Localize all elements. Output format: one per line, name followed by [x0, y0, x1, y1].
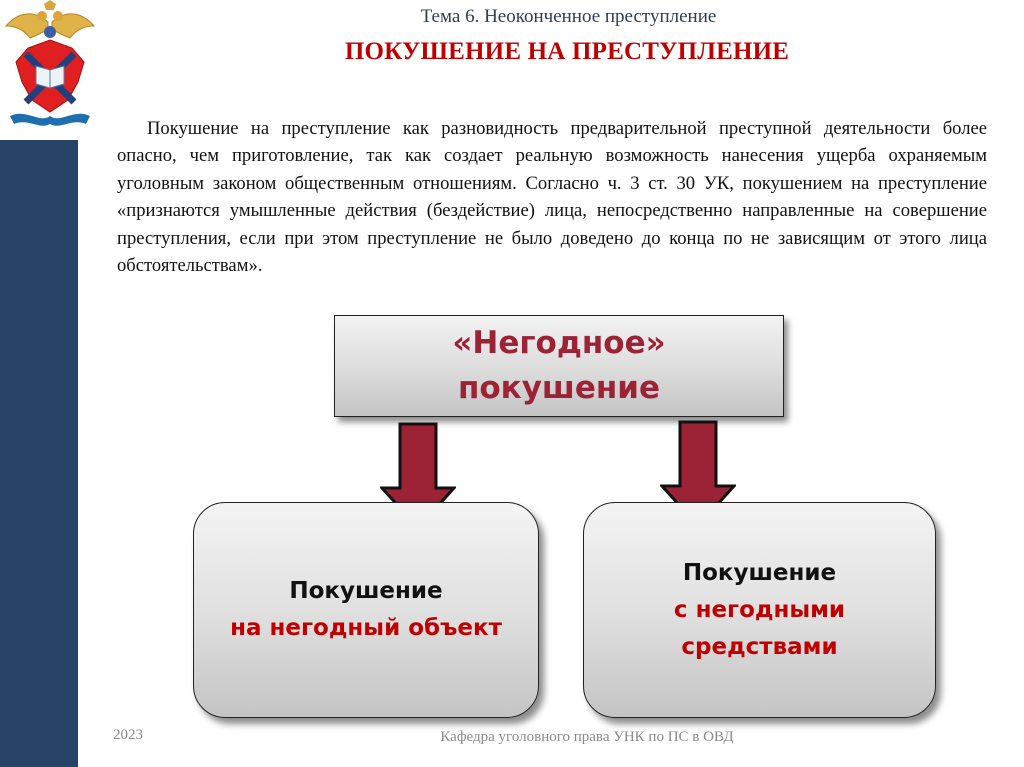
top-box-line1: «Негодное» [452, 325, 666, 361]
eagle-emblem-icon [4, 0, 96, 126]
right-box-line2: с негодными [673, 596, 846, 623]
topic-heading: Тема 6. Неоконченное преступление [420, 6, 717, 27]
page-title: ПОКУШЕНИЕ НА ПРЕСТУПЛЕНИЕ [344, 38, 790, 65]
footer-year: 2023 [113, 727, 143, 743]
definition-paragraph: Покушение на преступление как разновидно… [117, 118, 987, 277]
unfit-means-box: Покушение с негодными средствами [583, 502, 936, 718]
right-box-line3: средствами [681, 633, 838, 660]
left-box-line1: Покушение [289, 578, 443, 604]
footer-department: Кафедра уголовного права УНК по ПС в ОВД [440, 729, 734, 745]
unfit-object-box: Покушение на негодный объект [193, 502, 539, 718]
negodnoe-pokushenie-box: «Негодное» покушение [334, 315, 784, 417]
right-box-line1: Покушение [682, 559, 837, 586]
left-box-line2: на негодный объект [230, 615, 502, 641]
top-box-line2: покушение [457, 370, 661, 406]
left-sidebar-bar [0, 140, 78, 767]
